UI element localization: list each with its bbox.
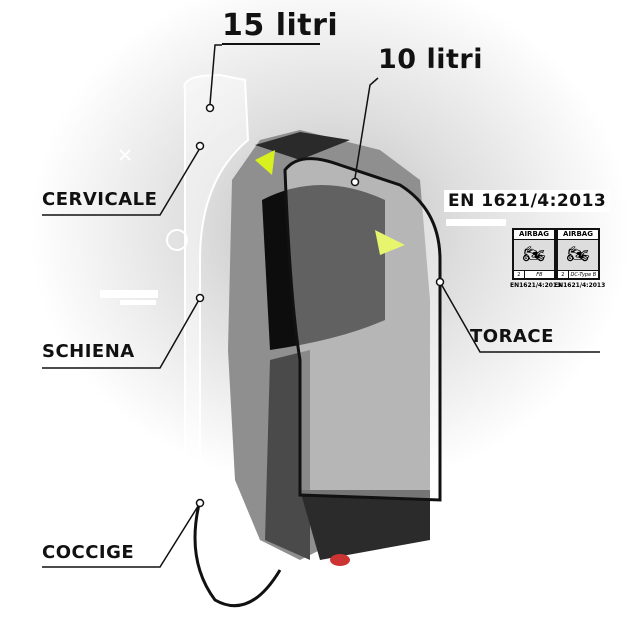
leader-lines <box>42 44 600 568</box>
badge-caption: EN1621/4:2013 <box>554 282 606 289</box>
badge-title: AIRBAG <box>514 230 554 240</box>
label-cervicale: CERVICALE <box>42 189 158 210</box>
badge-type: FB <box>536 272 543 278</box>
airbag-outline <box>183 73 442 617</box>
badge-class: 2 <box>558 271 569 279</box>
motorcycle-rider-icon: 🏍 <box>514 240 554 270</box>
label-15-litri: 15 litri <box>222 8 339 43</box>
label-schiena: SCHIENA <box>42 341 135 362</box>
label-10-litri: 10 litri <box>378 44 483 75</box>
certification-standard: EN 1621/4:2013 <box>444 190 611 212</box>
badge-class: 2 <box>514 271 525 279</box>
badge-type: DC-Type B <box>570 272 597 278</box>
vest-image <box>228 130 430 566</box>
label-torace: TORACE <box>470 326 554 347</box>
decorative-bar <box>120 300 156 305</box>
decorative-bar <box>100 290 158 298</box>
motorcycle-rider-icon: 🏍 <box>558 240 598 270</box>
decorative-bar <box>446 219 506 226</box>
badge-title: AIRBAG <box>558 230 598 240</box>
decorative-sparkles <box>119 149 188 251</box>
badge-caption: EN1621/4:2013 <box>510 282 562 289</box>
certification-standard-text: EN 1621/4:2013 <box>448 191 607 211</box>
marker-points <box>195 103 445 508</box>
label-coccige: COCCIGE <box>42 542 135 563</box>
airbag-badge-fb: AIRBAG 🏍 2 FB <box>512 228 556 280</box>
